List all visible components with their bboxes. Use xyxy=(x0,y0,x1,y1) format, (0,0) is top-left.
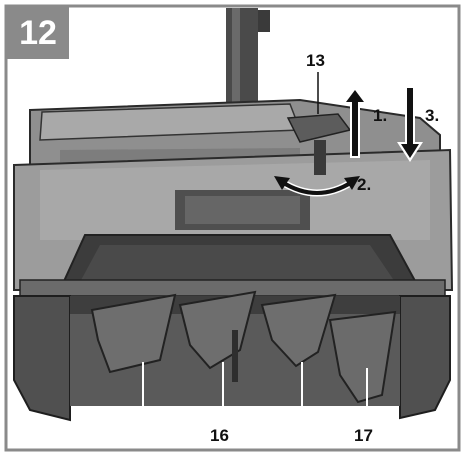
figure-number: 12 xyxy=(7,7,69,59)
callout-13: 13 xyxy=(306,51,325,70)
callout-16: 16 xyxy=(210,426,229,445)
callout-17: 17 xyxy=(354,426,373,445)
arrow-up-icon xyxy=(342,86,368,158)
rotate-arrow-icon xyxy=(274,176,360,197)
callout-step-1: 1. xyxy=(373,106,388,125)
callout-step-3: 3. xyxy=(425,106,440,125)
arrow-down-icon xyxy=(397,86,423,162)
callout-step-2: 2. xyxy=(357,175,372,194)
